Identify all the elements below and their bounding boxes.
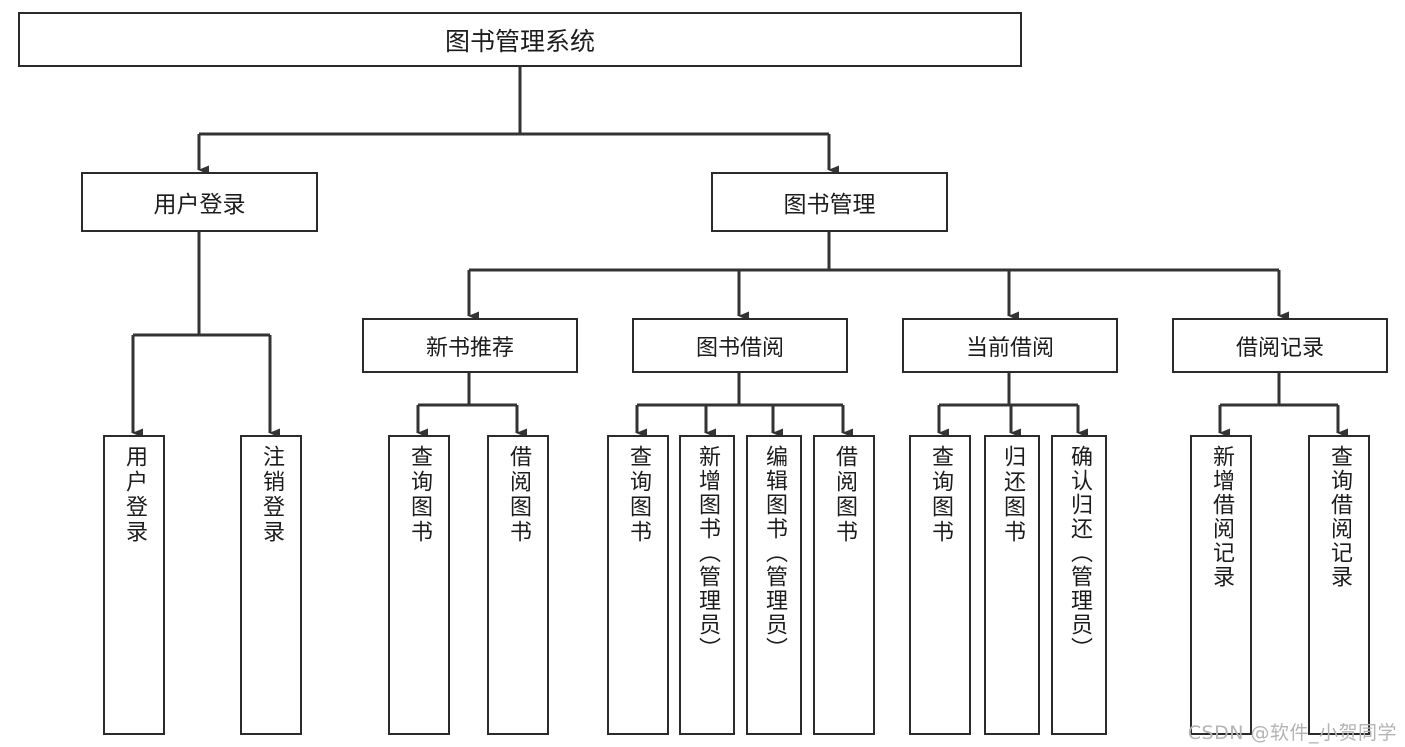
node-book-borrow[interactable]: 图书借阅 (632, 318, 848, 373)
node-leaf-query-book-1-label: 查询图书 (407, 445, 432, 545)
node-leaf-query-book-2-label: 查询图书 (626, 445, 651, 545)
node-leaf-add-borrow-record-label: 新增借阅记录 (1209, 445, 1234, 589)
node-book-manage-label: 图书管理 (783, 192, 876, 218)
node-leaf-query-book-2[interactable]: 查询图书 (607, 435, 669, 735)
node-leaf-borrow-book-2[interactable]: 借阅图书 (813, 435, 875, 735)
node-current-borrow[interactable]: 当前借阅 (902, 318, 1118, 373)
node-leaf-confirm-return-admin[interactable]: 确认归还（管理员） (1051, 435, 1107, 735)
node-root-system[interactable]: 图书管理系统 (18, 12, 1022, 67)
node-leaf-query-book-3-label: 查询图书 (928, 445, 953, 545)
node-new-book-recommend[interactable]: 新书推荐 (362, 318, 578, 373)
node-user-login-label: 用户登录 (153, 192, 246, 218)
node-new-book-recommend-label: 新书推荐 (425, 335, 514, 361)
node-leaf-add-book-admin[interactable]: 新增图书（管理员） (679, 435, 735, 735)
node-leaf-edit-book-admin[interactable]: 编辑图书（管理员） (746, 435, 802, 735)
node-book-manage[interactable]: 图书管理 (711, 172, 948, 232)
node-leaf-query-borrow-record-label: 查询借阅记录 (1327, 445, 1352, 589)
node-leaf-query-book-3[interactable]: 查询图书 (909, 435, 971, 735)
node-leaf-borrow-book-1[interactable]: 借阅图书 (487, 435, 549, 735)
node-user-login[interactable]: 用户登录 (81, 172, 318, 232)
node-leaf-user-logout-label: 注销登录 (259, 445, 284, 545)
node-leaf-add-book-admin-label: 新增图书（管理员） (695, 445, 720, 661)
node-root-label: 图书管理系统 (444, 26, 595, 56)
node-leaf-user-login-label: 用户登录 (122, 445, 147, 545)
node-borrow-record[interactable]: 借阅记录 (1172, 318, 1388, 373)
node-current-borrow-label: 当前借阅 (965, 335, 1054, 361)
node-leaf-return-book-label: 归还图书 (1000, 445, 1025, 545)
node-borrow-record-label: 借阅记录 (1235, 335, 1324, 361)
node-leaf-borrow-book-2-label: 借阅图书 (832, 445, 857, 545)
node-book-borrow-label: 图书借阅 (695, 335, 784, 361)
node-leaf-user-login[interactable]: 用户登录 (103, 435, 165, 735)
node-leaf-edit-book-admin-label: 编辑图书（管理员） (762, 445, 787, 661)
node-leaf-user-logout[interactable]: 注销登录 (240, 435, 302, 735)
node-leaf-confirm-return-admin-label: 确认归还（管理员） (1067, 445, 1092, 661)
node-leaf-query-borrow-record[interactable]: 查询借阅记录 (1308, 435, 1370, 735)
node-leaf-query-book-1[interactable]: 查询图书 (388, 435, 450, 735)
node-leaf-return-book[interactable]: 归还图书 (984, 435, 1040, 735)
csdn-watermark: CSDN @软件_小贺同学 (1187, 722, 1397, 744)
node-leaf-add-borrow-record[interactable]: 新增借阅记录 (1190, 435, 1252, 735)
node-leaf-borrow-book-1-label: 借阅图书 (506, 445, 531, 545)
